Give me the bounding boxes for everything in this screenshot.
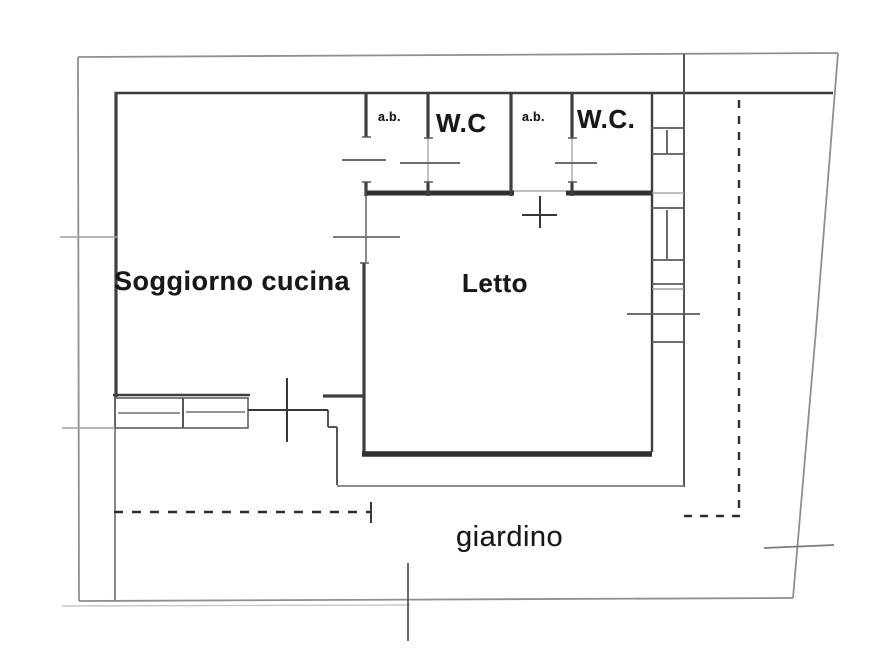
room-label-ab2: a.b.	[522, 110, 545, 124]
boundary-right-line	[792, 52, 839, 599]
property-boundary	[61, 52, 839, 607]
building-walls	[62, 54, 833, 601]
room-label-ab1: a.b.	[378, 110, 401, 124]
garden-dashed-lines	[114, 100, 741, 523]
boundary-top-line	[77, 52, 839, 58]
room-label-soggiorno: Soggiorno cucina	[114, 266, 351, 296]
door-symbols	[248, 196, 557, 442]
boundary-left-line	[77, 56, 80, 602]
room-label-wc2: W.C.	[577, 104, 636, 134]
dimension-ticks	[60, 159, 835, 641]
east-wall-windows	[652, 127, 684, 343]
room-label-wc1: W.C	[436, 108, 487, 138]
boundary-bottom-line	[78, 597, 794, 602]
window-box-icon	[114, 397, 249, 429]
room-label-letto: Letto	[462, 268, 529, 298]
boundary-bottom-shadow-line	[61, 604, 411, 607]
room-label-giardino: giardino	[456, 521, 564, 553]
dimension-tick	[763, 544, 835, 549]
